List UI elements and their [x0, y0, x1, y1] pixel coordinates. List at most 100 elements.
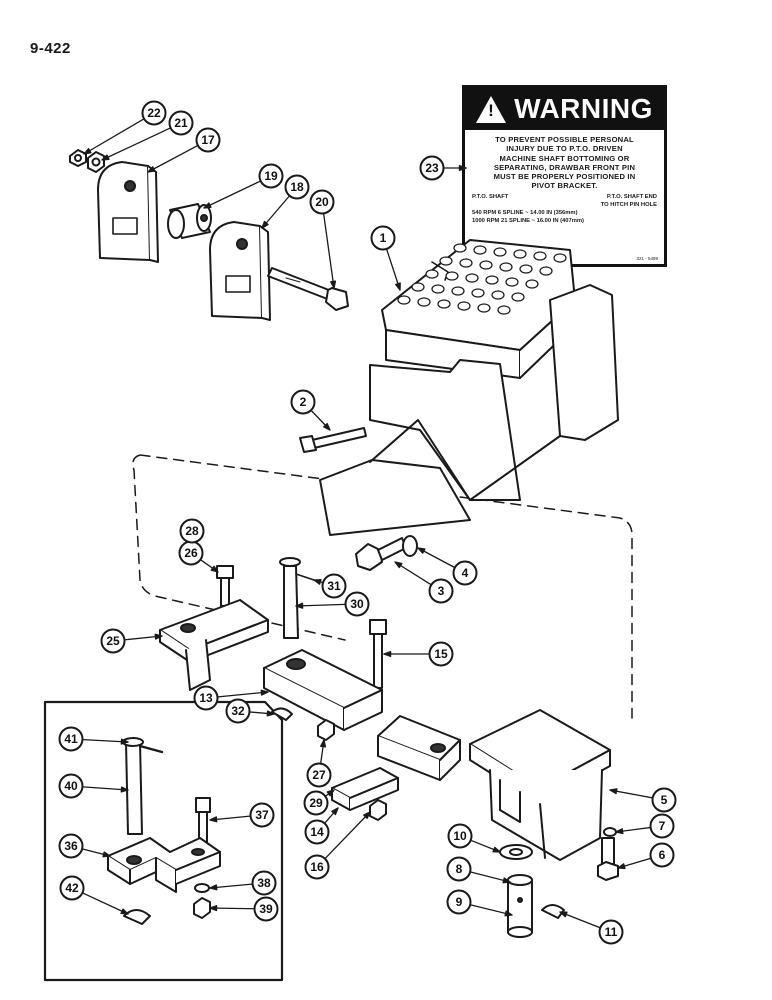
callout-circle [649, 813, 675, 839]
callout-26: 26 [178, 540, 204, 566]
callout-circle [370, 225, 396, 251]
arrow-head [260, 689, 269, 696]
bolt-part [299, 427, 367, 453]
nut-part [317, 719, 335, 741]
leader-line [203, 180, 261, 209]
pin-part [122, 737, 164, 835]
callout-number: 28 [185, 524, 199, 538]
callout-number: 41 [64, 732, 78, 746]
table-subheader: TO HITCH PIN HOLE [600, 201, 657, 208]
callout-7: 7 [649, 813, 675, 839]
leader-line [147, 144, 199, 173]
mounting-hole [533, 251, 547, 261]
warning-title: WARNING [514, 93, 653, 124]
callout-number: 11 [605, 925, 618, 939]
callout-circle [195, 127, 221, 153]
callout-number: 27 [312, 768, 326, 782]
arrow-head [504, 910, 513, 917]
mounting-hole [445, 271, 459, 281]
callout-number: 22 [147, 106, 161, 120]
callout-20: 20 [309, 189, 335, 215]
arrow-head [326, 789, 335, 797]
mounting-hole [431, 284, 445, 294]
warning-line: TO PREVENT POSSIBLE PERSONAL [495, 135, 634, 144]
callout-38: 38 [251, 870, 277, 896]
callout-22: 22 [141, 100, 167, 126]
callout-number: 16 [310, 860, 324, 874]
callout-37: 37 [249, 802, 275, 828]
callout-number: 5 [661, 793, 668, 807]
arrow-head [502, 877, 511, 884]
table-row: 540 RPM 6 SPLINE ~ 14.00 IN (356mm) [472, 209, 578, 216]
arrow-head [147, 166, 156, 173]
bolt-part [267, 267, 349, 311]
callout-circle [59, 875, 85, 901]
callout-number: 9 [456, 895, 463, 909]
callout-circle [419, 155, 445, 181]
callout-number: 20 [315, 195, 329, 209]
callout-circle [141, 100, 167, 126]
callout-39: 39 [253, 896, 279, 922]
callout-number: 29 [309, 796, 323, 810]
arrow-head [295, 602, 304, 609]
mounting-hole [519, 264, 533, 274]
mounting-hole [491, 290, 505, 300]
callout-circle [428, 641, 454, 667]
callout-number: 40 [64, 779, 78, 793]
clip-part [123, 909, 151, 925]
washer-part [402, 535, 418, 557]
leader-lines [81, 118, 653, 929]
callout-13: 13 [193, 685, 219, 711]
arrow-head [83, 147, 92, 155]
callout-number: 25 [106, 634, 120, 648]
arrow-head [363, 811, 371, 820]
mounting-hole [539, 266, 553, 276]
arrow-head [417, 547, 426, 554]
callout-circle [321, 573, 347, 599]
nut-part [369, 799, 387, 821]
mounting-hole [477, 303, 491, 313]
support-bracket-part [469, 709, 611, 861]
callout-30: 30 [344, 591, 370, 617]
callout-number: 1 [380, 231, 387, 245]
mounting-hole [473, 245, 487, 255]
washer-part [194, 883, 210, 893]
callout-circle [598, 919, 624, 945]
callout-circle [58, 833, 84, 859]
callout-number: 4 [462, 566, 469, 580]
callout-number: 21 [174, 116, 188, 130]
callout-32: 32 [225, 698, 251, 724]
callout-circle [251, 870, 277, 896]
arrow-head [617, 863, 626, 870]
mounting-hole [411, 282, 425, 292]
leader-line [82, 786, 129, 791]
mounting-hole [493, 247, 507, 257]
callout-number: 38 [257, 876, 271, 890]
warning-message: TO PREVENT POSSIBLE PERSONAL INJURY DUE … [465, 130, 664, 193]
mounting-hole [459, 258, 473, 268]
callout-group: 1234567891011131415161718192021222325262… [58, 100, 677, 945]
warning-line: PIVOT BRACKET. [531, 181, 598, 191]
callout-14: 14 [304, 819, 330, 845]
callout-circle [284, 174, 310, 200]
callout-25: 25 [100, 628, 126, 654]
arrow-head [261, 220, 269, 229]
callout-circle [225, 698, 251, 724]
drawbar-extension-part [377, 715, 461, 781]
bushing-part [167, 203, 212, 239]
mounting-hole [465, 273, 479, 283]
callout-number: 32 [231, 704, 245, 718]
leader-line [83, 118, 145, 155]
mounting-hole [505, 277, 519, 287]
callout-number: 37 [255, 808, 269, 822]
callout-17: 17 [195, 127, 221, 153]
callout-number: 18 [290, 180, 304, 194]
drawbar-part [263, 649, 383, 731]
callout-circle [428, 578, 454, 604]
arrow-head [120, 738, 129, 745]
callout-number: 30 [350, 597, 364, 611]
clip-part [541, 904, 565, 919]
arrow-head [101, 154, 110, 161]
